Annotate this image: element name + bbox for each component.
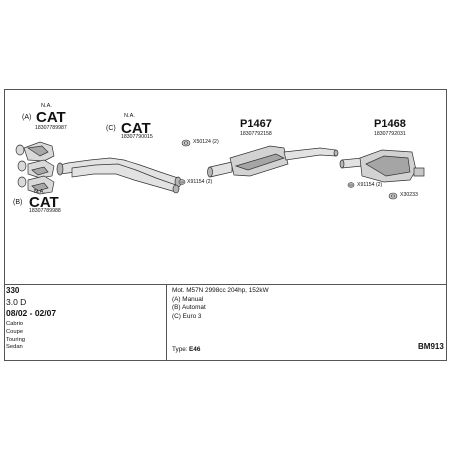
cat-c-number: 18307790015 — [121, 134, 153, 140]
cat-b-number: 18307789988 — [29, 208, 61, 214]
cat-b-note: N.A. — [34, 189, 45, 195]
frame-divider-horizontal — [4, 284, 447, 285]
p1468-code: P1468 — [374, 118, 406, 130]
fitting-x91154-b-label: X91154 (2) — [357, 182, 383, 188]
frame-divider-vertical — [166, 284, 167, 361]
vehicle-years: 08/02 - 02/07 — [6, 308, 57, 318]
gasket-x91154-a-drawing — [178, 179, 186, 185]
variant-line: (B) Automat — [172, 304, 206, 312]
cat-a-number: 18307789987 — [35, 125, 67, 131]
body-type: Cabrio — [6, 321, 24, 327]
gasket-x91154-b-drawing — [347, 182, 355, 188]
p1467-drawing — [207, 145, 339, 178]
fitting-x91154-a-label: X91154 (2) — [187, 179, 213, 185]
cat-b-code: CAT — [29, 194, 59, 211]
fitting-x30233-label: X30233 — [400, 192, 418, 198]
variant-line: (A) Manual — [172, 295, 204, 303]
cat-a-drawing — [15, 141, 55, 179]
type-label: Type: — [172, 346, 188, 353]
motor-spec: Mot. M57N 2998cc 204hp, 152kW — [172, 287, 269, 294]
kit-code: BM913 — [418, 342, 444, 351]
body-type: Coupe — [6, 328, 24, 335]
cat-c-code: CAT — [121, 120, 151, 137]
body-type: Touring — [6, 336, 26, 343]
p1467-number: 18307792158 — [240, 131, 272, 137]
vehicle-engine: 3.0 D — [6, 297, 27, 307]
cat-a-note: N.A. — [41, 103, 52, 109]
cat-a-code: CAT — [36, 109, 66, 126]
p1468-number: 18307792031 — [374, 131, 406, 137]
hanger-x30233-drawing — [388, 192, 398, 200]
p1467-code: P1467 — [240, 118, 272, 130]
type-value: E46 — [189, 346, 201, 353]
fitting-x50124-label: X50124 (2) — [193, 139, 219, 145]
cat-b-variant: (B) — [13, 199, 23, 206]
variant-line: (C) Euro 3 — [172, 312, 202, 320]
cat-c-variant: (C) — [106, 125, 116, 132]
cat-a-variant: (A) — [22, 114, 32, 121]
front-pipe-drawing — [56, 157, 182, 194]
body-type: Sedan — [6, 344, 23, 351]
clamp-x50124-drawing — [181, 139, 191, 147]
diagram-frame — [4, 89, 447, 361]
cat-c-note: N.A. — [124, 113, 135, 119]
vehicle-model: 330 — [6, 286, 20, 295]
vehicle-body-types: Cabrio Coupe Touring Sedan — [6, 321, 25, 352]
p1468-drawing — [339, 149, 425, 183]
engine-details: Mot. M57N 2998cc 204hp, 152kW (A) Manual… — [172, 287, 269, 322]
cat-b-drawing — [17, 175, 55, 195]
